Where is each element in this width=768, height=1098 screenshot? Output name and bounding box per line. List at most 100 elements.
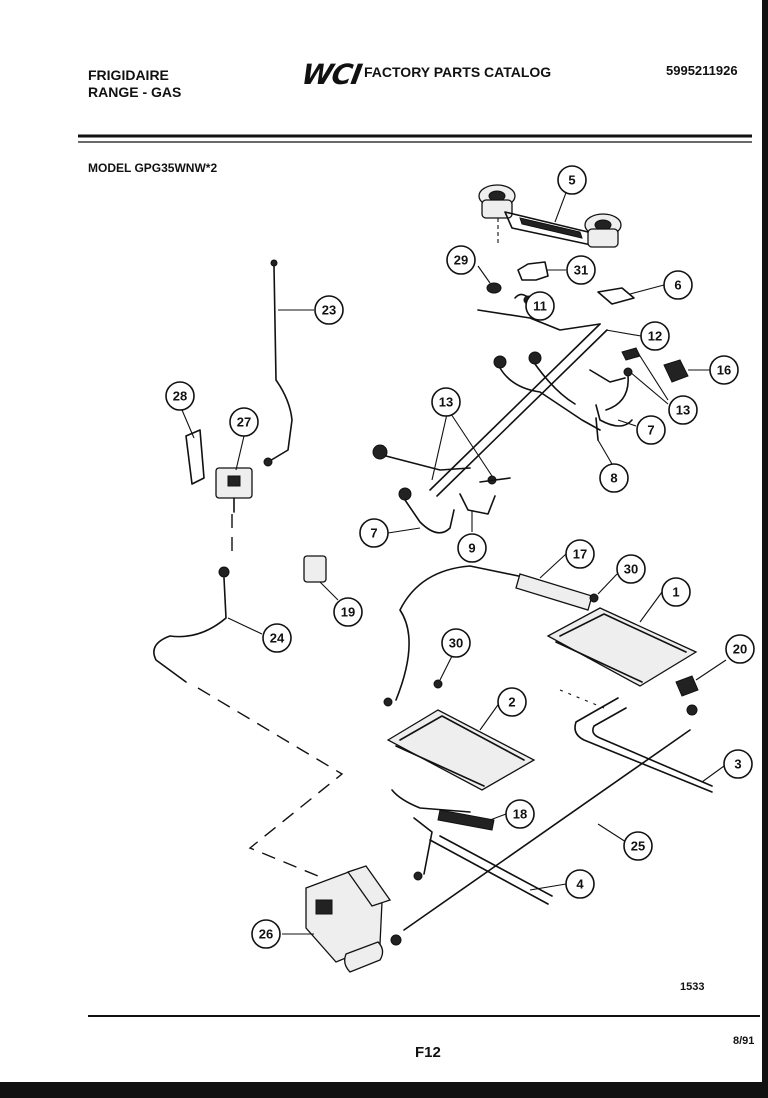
revision-date: 8/91 xyxy=(733,1035,755,1047)
svg-text:23: 23 xyxy=(322,303,336,318)
svg-text:20: 20 xyxy=(733,642,747,657)
svg-text:1: 1 xyxy=(672,585,679,600)
svg-text:4: 4 xyxy=(576,877,584,892)
svg-text:5: 5 xyxy=(568,173,575,188)
callout-7-lower: 7 xyxy=(359,518,389,548)
catalog-part-number: 5995211926 xyxy=(666,63,738,78)
part-1-burner xyxy=(546,591,698,687)
callout-20: 20 xyxy=(725,634,755,664)
callout-31: 31 xyxy=(566,255,596,285)
callout-5: 5 xyxy=(557,165,587,195)
callout-17: 17 xyxy=(565,539,595,569)
callout-12: 12 xyxy=(640,321,670,351)
svg-text:2: 2 xyxy=(508,695,515,710)
callout-23: 23 xyxy=(314,295,344,325)
part-26-regulator xyxy=(282,865,402,973)
svg-text:3: 3 xyxy=(734,757,741,772)
part-18-igniter xyxy=(391,789,507,831)
catalog-title: FACTORY PARTS CATALOG xyxy=(364,64,552,80)
part-30-screw-lower xyxy=(433,679,443,689)
callout-29: 29 xyxy=(446,245,476,275)
drawing-number: 1533 xyxy=(680,981,705,993)
svg-text:29: 29 xyxy=(454,253,468,268)
part-4-burner-tube xyxy=(413,817,567,905)
svg-text:7: 7 xyxy=(647,423,654,438)
svg-text:12: 12 xyxy=(648,329,662,344)
model-label: MODEL GPG35WNW*2 xyxy=(88,161,218,175)
part-28-bracket xyxy=(181,409,205,485)
part-24-tube xyxy=(153,566,263,683)
part-25-gas-line xyxy=(403,729,691,931)
callout-8: 8 xyxy=(599,463,629,493)
svg-text:30: 30 xyxy=(624,562,638,577)
callout-30-upper: 30 xyxy=(616,554,646,584)
part-16-igniter-block xyxy=(663,359,710,383)
part-6-bracket xyxy=(597,284,665,305)
part-2-burner xyxy=(386,701,536,791)
svg-text:27: 27 xyxy=(237,415,251,430)
callout-16: 16 xyxy=(709,355,739,385)
part-5-valve-manifold xyxy=(478,184,622,248)
svg-text:28: 28 xyxy=(173,389,187,404)
callout-2: 2 xyxy=(497,687,527,717)
page-right-band xyxy=(762,0,768,1098)
part-23-rod xyxy=(263,259,314,467)
svg-text:30: 30 xyxy=(449,636,463,651)
part-29-washer xyxy=(477,265,502,294)
svg-text:7: 7 xyxy=(370,526,377,541)
callout-19: 19 xyxy=(333,597,363,627)
part-7-lower-tube xyxy=(387,487,455,534)
part-13-valves-upper xyxy=(493,347,669,431)
svg-text:6: 6 xyxy=(674,278,681,293)
dashed-guide-17-1 xyxy=(559,689,605,709)
brand-block: FRIGIDAIRE RANGE - GAS xyxy=(88,67,181,101)
part-17-thermostat xyxy=(383,553,593,707)
part-27-pilot-valve xyxy=(215,435,253,513)
part-7-upper-tube xyxy=(595,404,637,427)
brand-name: FRIGIDAIRE xyxy=(88,67,169,83)
page-bottom-band xyxy=(0,1082,768,1098)
callout-1: 1 xyxy=(661,577,691,607)
callout-9: 9 xyxy=(457,533,487,563)
part-19-spacer xyxy=(303,555,339,601)
svg-text:13: 13 xyxy=(676,403,690,418)
callout-26: 26 xyxy=(251,919,281,949)
callout-30-lower: 30 xyxy=(441,628,471,658)
header-rule xyxy=(78,134,752,143)
svg-text:25: 25 xyxy=(631,839,645,854)
svg-text:9: 9 xyxy=(468,541,475,556)
part-5-lead xyxy=(554,189,568,223)
svg-text:17: 17 xyxy=(573,547,587,562)
callout-4: 4 xyxy=(565,869,595,899)
callout-24: 24 xyxy=(262,623,292,653)
callout-13-upper: 13 xyxy=(668,395,698,425)
callout-25: 25 xyxy=(623,831,653,861)
part-30-screw-upper xyxy=(589,593,599,603)
svg-text:31: 31 xyxy=(574,263,588,278)
callout-6: 6 xyxy=(663,270,693,300)
part-8-tube xyxy=(595,417,613,465)
callout-18: 18 xyxy=(505,799,535,829)
svg-text:13: 13 xyxy=(439,395,453,410)
part-3-burner-tube xyxy=(574,697,725,793)
svg-text:8: 8 xyxy=(610,471,617,486)
part-31-bracket xyxy=(517,261,566,281)
part-20-orifice xyxy=(675,659,727,716)
callout-28: 28 xyxy=(165,381,195,411)
callout-3: 3 xyxy=(723,749,753,779)
svg-text:18: 18 xyxy=(513,807,527,822)
svg-text:11: 11 xyxy=(533,299,547,314)
svg-text:24: 24 xyxy=(270,631,285,646)
part-30-upper-lead xyxy=(597,573,618,595)
part-9-tube xyxy=(459,493,496,532)
callout-11: 11 xyxy=(525,291,555,321)
svg-text:19: 19 xyxy=(341,605,355,620)
callout-27: 27 xyxy=(229,407,259,437)
page-number: F12 xyxy=(415,1044,441,1061)
svg-text:16: 16 xyxy=(717,363,731,378)
svg-text:26: 26 xyxy=(259,927,273,942)
dashed-guide-24-26 xyxy=(197,687,344,877)
callout-13-lower: 13 xyxy=(431,387,461,417)
part-13-valves-lower xyxy=(372,413,511,485)
